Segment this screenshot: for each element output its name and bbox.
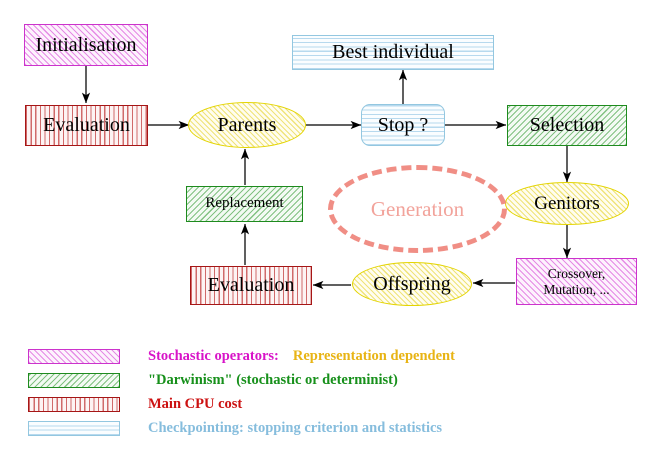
node-label: Initialisation xyxy=(35,33,137,56)
node-replacement[interactable]: Replacement xyxy=(186,186,303,222)
legend-row: "Darwinism" (stochastic or determinist) xyxy=(28,368,628,392)
legend-row: Stochastic operators: Representation dep… xyxy=(28,344,628,368)
node-label: Offspring xyxy=(373,272,451,295)
legend-swatch-main-cpu-cost xyxy=(28,396,120,412)
node-label: Evaluation xyxy=(207,274,295,296)
legend-swatch-stochastic-operators xyxy=(28,348,120,364)
node-crossover-mutation[interactable]: Crossover, Mutation, ... xyxy=(516,258,637,305)
node-selection[interactable]: Selection xyxy=(507,105,627,146)
node-label: Genitors xyxy=(534,192,600,214)
node-parents[interactable]: Parents xyxy=(188,102,306,148)
legend: Stochastic operators: Representation dep… xyxy=(28,344,628,440)
legend-swatch-darwinism xyxy=(28,372,120,388)
legend-label-main-cpu-cost: Main CPU cost xyxy=(148,395,243,412)
node-label: Best individual xyxy=(332,41,454,63)
node-label: Generation xyxy=(370,196,465,221)
node-label: Replacement xyxy=(205,195,284,212)
legend-label-representation-dependent: Representation dependent xyxy=(292,347,455,364)
node-label: Crossover, Mutation, ... xyxy=(543,266,610,297)
legend-row: Checkpointing: stopping criterion and st… xyxy=(28,416,628,440)
node-offspring[interactable]: Offspring xyxy=(352,262,472,306)
node-best-individual[interactable]: Best individual xyxy=(292,35,494,70)
node-label: Parents xyxy=(217,113,277,136)
node-label: Selection xyxy=(529,114,605,136)
legend-row: Main CPU cost xyxy=(28,392,628,416)
node-label: Stop ? xyxy=(377,113,429,136)
node-genitors[interactable]: Genitors xyxy=(505,182,629,225)
node-stop[interactable]: Stop ? xyxy=(361,104,445,146)
legend-label-checkpointing: Checkpointing: stopping criterion and st… xyxy=(148,419,443,436)
node-initialisation[interactable]: Initialisation xyxy=(24,24,148,66)
legend-label-darwinism: "Darwinism" (stochastic or determinist) xyxy=(148,371,398,388)
node-label: Evaluation xyxy=(43,114,130,136)
node-evaluation-bottom[interactable]: Evaluation xyxy=(190,266,312,305)
node-generation-group: Generation xyxy=(328,165,507,253)
node-evaluation-top[interactable]: Evaluation xyxy=(25,105,148,146)
legend-label-stochastic-operators: Stochastic operators: xyxy=(148,347,279,364)
legend-swatch-checkpointing xyxy=(28,420,120,436)
